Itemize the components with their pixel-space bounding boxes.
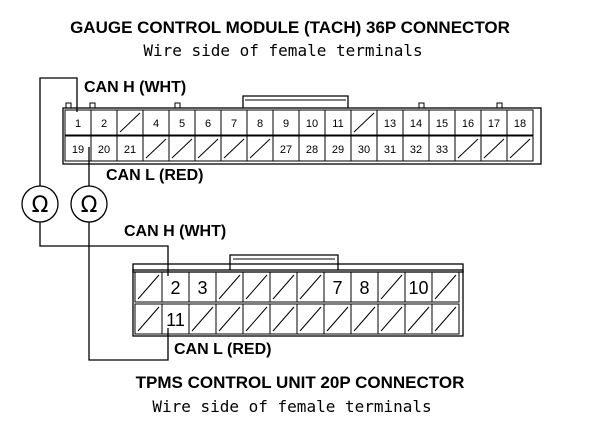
top-connector-title: GAUGE CONTROL MODULE (TACH) 36P CONNECTO… [70,18,510,37]
left-meter-circle [21,185,59,223]
bottom-connector-rim [132,263,464,273]
pin-number: 8 [257,118,263,130]
blank-terminal-mark [380,274,403,300]
gauge-control-module-connector: 1 2 4 5 6 7 8 9 10 11 13 14 15 16 17 18 19 20 21 27 28 29 30 3… [62,95,542,165]
bottom-can-l-label: CAN L (RED) [174,341,271,358]
bottom-connector-subtitle: Wire side of female terminals [152,397,431,416]
pin-number: 7 [332,278,342,298]
pin-number: 27 [280,144,292,156]
pin-number: 14 [410,118,422,130]
right-ohmmeter: Ω [70,185,108,223]
ohm-icon: Ω [81,193,98,218]
pin-number: 28 [306,144,318,156]
top-key-tab [89,102,96,109]
can-h-wire-top [39,77,78,186]
empty-cavity [506,135,534,162]
pin-number: 4 [153,118,159,130]
blank-terminal-mark [353,306,376,332]
top-connector-body [62,107,542,165]
ohm-icon: Ω [32,193,49,218]
pin-number: 16 [462,118,474,130]
blank-terminal-mark [434,274,457,300]
top-can-l-label: CAN L (RED) [106,167,203,184]
pin-number: 19 [72,144,84,156]
blank-terminal-mark [119,112,141,133]
top-can-h-label: CAN H (WHT) [84,79,186,96]
pin-number: 10 [306,118,318,130]
blank-terminal-mark [299,274,322,300]
pin-number: 2 [101,118,107,130]
blank-terminal-mark [509,138,531,159]
blank-terminal-mark [137,306,160,332]
pin-number: 2 [170,278,180,298]
top-connector-latch [242,95,349,108]
blank-terminal-mark [272,274,295,300]
pin-number: 9 [283,118,289,130]
blank-terminal-mark [245,306,268,332]
pin-number: 15 [436,118,448,130]
top-key-tab [496,102,503,109]
blank-terminal-mark [483,138,505,159]
blank-terminal-mark [145,138,167,159]
blank-terminal-mark [457,138,479,159]
bottom-connector-row2: 11 [134,303,460,335]
pin-number: 18 [514,118,526,130]
pin-number: 13 [384,118,396,130]
blank-terminal-mark [218,274,241,300]
empty-cavity [431,271,460,303]
top-connector-subtitle: Wire side of female terminals [143,41,422,60]
can-h-wire-bottom [39,222,169,276]
blank-terminal-mark [137,274,160,300]
bottom-can-h-label: CAN H (WHT) [124,223,226,240]
pin-number: 1 [75,118,81,130]
pin-number: 30 [358,144,370,156]
top-key-tab [418,102,425,109]
pin-number: 31 [384,144,396,156]
pin-number: 17 [488,118,500,130]
bottom-connector-body [132,269,464,337]
blank-terminal-mark [223,138,245,159]
pin-number: 10 [408,278,428,298]
blank-terminal-mark [245,274,268,300]
blank-terminal-mark [353,112,375,133]
pin-number: 6 [205,118,211,130]
blank-terminal-mark [249,138,271,159]
top-key-tab [174,102,181,109]
pin-number: 29 [332,144,344,156]
bottom-connector-title: TPMS CONTROL UNIT 20P CONNECTOR [136,373,465,392]
pin-number: 5 [179,118,185,130]
test-wires [39,77,169,361]
right-meter-circle [70,185,108,223]
pin-number: 3 [197,278,207,298]
terminal-cavity [506,109,534,136]
pin-number: 7 [231,118,237,130]
pin-number: 11 [332,118,343,130]
blank-terminal-mark [299,306,322,332]
pin-number: 11 [166,310,185,330]
bottom-connector-latch [229,254,339,270]
left-ohmmeter: Ω [21,185,59,223]
blank-terminal-mark [191,306,214,332]
top-key-tab [65,102,72,109]
blank-terminal-mark [171,138,193,159]
blank-terminal-mark [326,306,349,332]
pin-number: 21 [124,144,136,156]
blank-terminal-mark [218,306,241,332]
blank-terminal-mark [380,306,403,332]
pin-number: 33 [436,144,448,156]
top-connector-row2: 19 20 21 27 28 29 30 31 32 33 [64,135,534,162]
blank-terminal-mark [272,306,295,332]
pin-number: 32 [410,144,422,156]
pin-number: 20 [98,144,110,156]
blank-terminal-mark [197,138,219,159]
blank-terminal-mark [407,306,430,332]
pin-number: 8 [359,278,369,298]
can-l-wire-bottom [88,222,169,361]
top-connector-row1: 1 2 4 5 6 7 8 9 10 11 13 14 15 16 17 18 [64,109,534,136]
empty-cavity [431,303,460,335]
blank-terminal-mark [434,306,457,332]
